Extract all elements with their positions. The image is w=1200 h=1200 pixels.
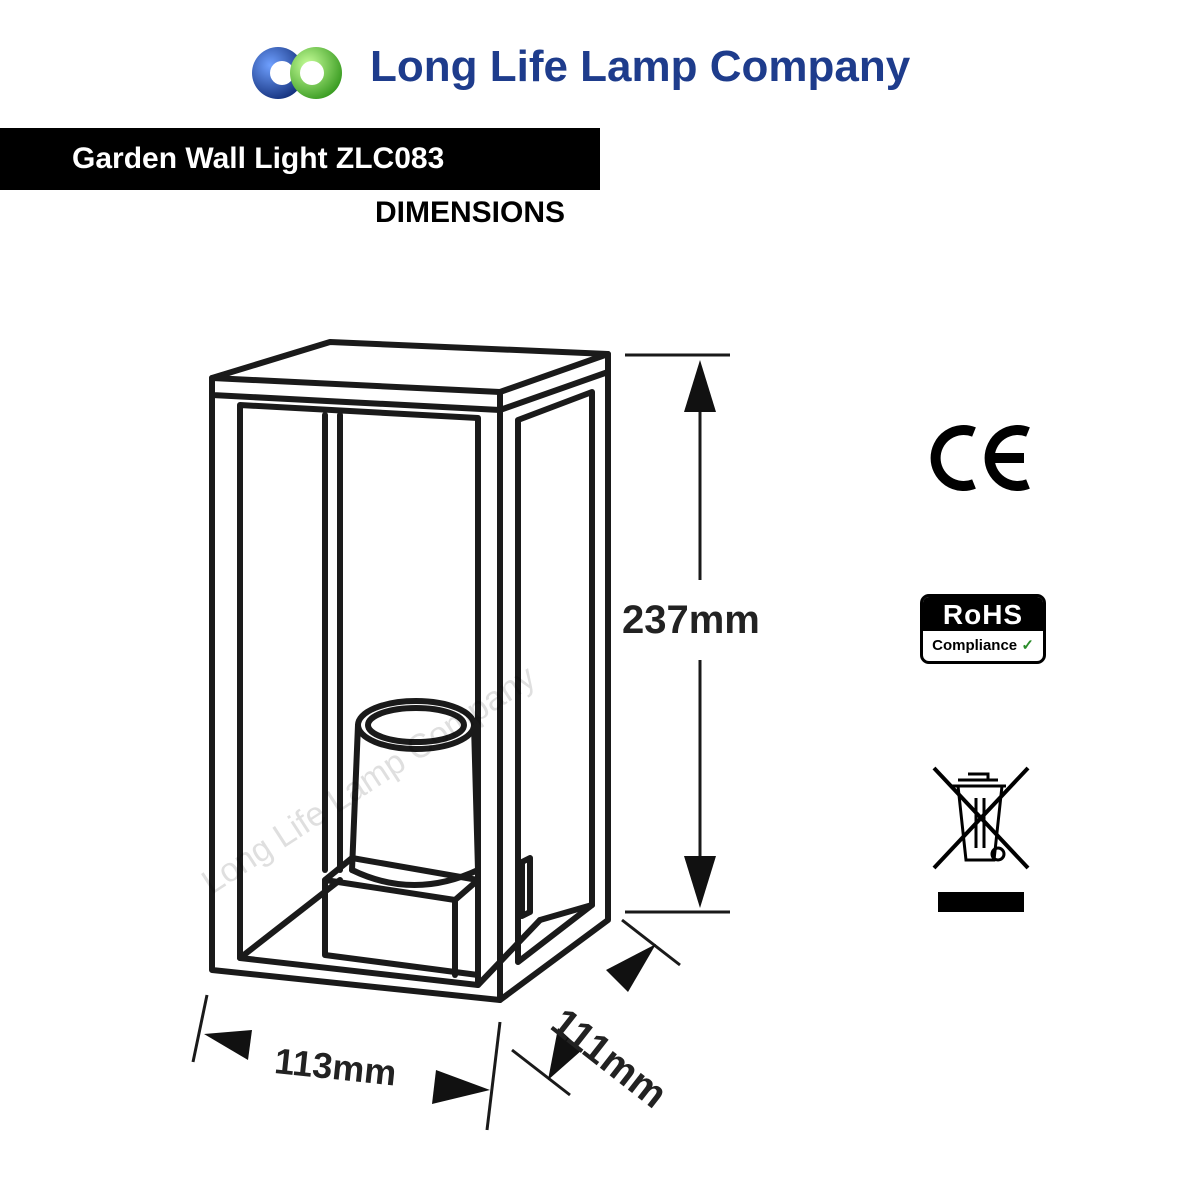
company-name: Long Life Lamp Company [370, 42, 911, 91]
lamp-base [322, 855, 481, 978]
check-icon: ✓ [1021, 637, 1034, 654]
lantern-side-frame [497, 369, 611, 1003]
height-dimension-label: 237mm [622, 598, 760, 642]
lantern-front-frame [209, 392, 503, 1003]
rohs-compliance-label: Compliance [932, 637, 1018, 654]
title-bar [0, 128, 600, 190]
weee-crossed-bin-icon [932, 766, 1030, 912]
company-logo [252, 47, 342, 99]
section-label: DIMENSIONS [375, 196, 566, 229]
ce-mark-icon [930, 425, 1030, 491]
rohs-label: RoHS [923, 597, 1043, 631]
rohs-compliance-icon: RoHS Compliance ✓ [920, 594, 1046, 664]
product-title: Garden Wall Light ZLC083 [72, 142, 445, 175]
lantern-top [209, 339, 611, 395]
dimension-arrow-icon [684, 360, 716, 412]
